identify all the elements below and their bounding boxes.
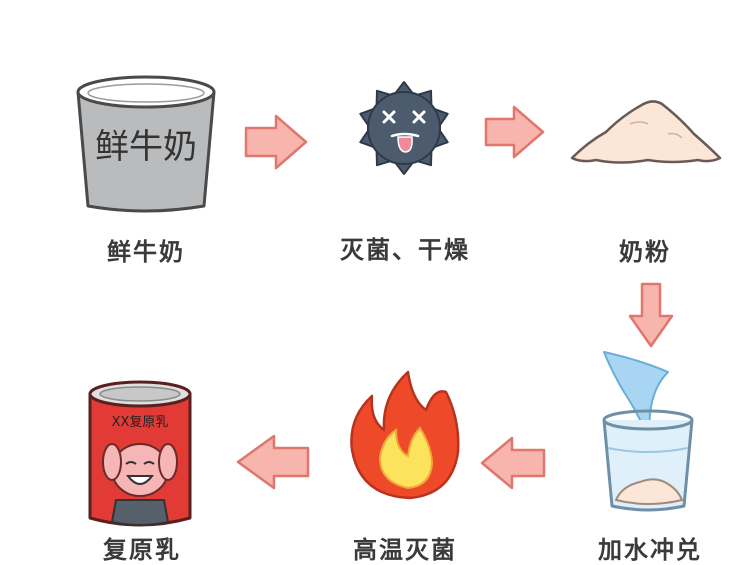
step-label-high-temp-sterilize: 高温灭菌 — [353, 536, 457, 564]
step-label-add-water: 加水冲兑 — [598, 536, 702, 564]
bacteria-icon — [359, 81, 449, 175]
powder-pile-icon — [570, 100, 722, 164]
arrow-right-icon — [244, 114, 308, 170]
flame-icon — [350, 370, 460, 500]
can-text: XX复原乳 — [112, 415, 169, 430]
milk-can-icon: XX复原乳 — [88, 380, 192, 527]
step-label-fresh-milk: 鲜牛奶 — [107, 238, 185, 266]
arrow-left-icon — [236, 434, 310, 490]
step-label-milk-powder: 奶粉 — [619, 238, 671, 266]
arrow-left-icon — [480, 436, 546, 490]
milk-bucket-icon: 鲜牛奶 — [76, 75, 216, 213]
arrow-down-icon — [628, 282, 674, 348]
arrow-right-icon — [484, 105, 545, 159]
step-label-sterilize-dry: 灭菌、干燥 — [340, 236, 470, 264]
bucket-text: 鲜牛奶 — [95, 127, 197, 167]
water-glass-icon — [602, 351, 694, 512]
bacteria-core — [367, 91, 441, 165]
step-label-reconstituted-milk: 复原乳 — [103, 536, 181, 564]
